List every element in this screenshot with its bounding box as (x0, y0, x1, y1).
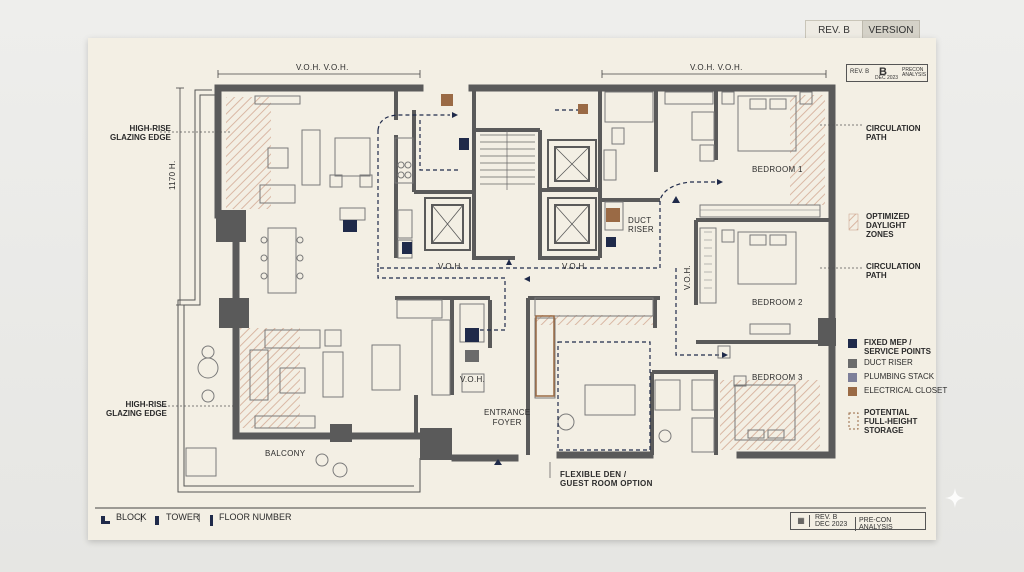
room-bedroom-1: BEDROOM 1 (752, 165, 803, 174)
room-flexible-den: FLEXIBLE DEN / GUEST ROOM OPTION (560, 470, 653, 488)
sparkle-icon (945, 488, 965, 508)
furniture (185, 91, 821, 478)
title-block-logo-icon: ▦ (793, 515, 810, 527)
hall-closets (700, 209, 820, 289)
room-bedroom-2: BEDROOM 2 (752, 298, 803, 307)
den-closet (535, 315, 555, 397)
legend-label: POTENTIAL FULL-HEIGHT STORAGE (864, 408, 918, 435)
title-block-bottom-label: PRE-CON ANALYSIS (855, 517, 925, 531)
legend-label: ELECTRICAL CLOSET (864, 386, 948, 395)
dim-side: 1170 H. (168, 160, 177, 190)
legend-dashed-swatch (848, 213, 859, 430)
circulation-path (377, 109, 720, 356)
room-entrance-foyer: ENTRANCE FOYER (484, 408, 531, 427)
title-block-date: DEC 2023 (875, 75, 899, 81)
callout-glazing-bottom: HIGH-RISE GLAZING EDGE (106, 400, 167, 418)
legend-swatch (848, 339, 857, 348)
footer-block: BLOCK (116, 512, 147, 522)
callout-glazing-top: HIGH-RISE GLAZING EDGE (110, 124, 171, 142)
legend-swatch (848, 359, 857, 368)
dim-top-right: V.O.H. V.O.H. (690, 63, 743, 72)
service-points (343, 94, 620, 362)
room-duct-riser: DUCT RISER (628, 216, 654, 234)
legend-swatch (848, 373, 857, 382)
room-voh-2: V.O.H. (562, 262, 588, 271)
den-storage-outline (557, 341, 651, 451)
callout-daylight: OPTIMIZED DAYLIGHT ZONES (866, 212, 910, 239)
dim-top-left: V.O.H. V.O.H. (296, 63, 349, 72)
title-block-bottom-rev: REV. B (815, 514, 838, 521)
room-bedroom-3: BEDROOM 3 (752, 373, 803, 382)
legend-swatch (848, 387, 857, 396)
room-voh-1: V.O.H. (438, 262, 464, 271)
legend-label: PLUMBING STACK (864, 372, 935, 381)
dimension-lines (176, 70, 827, 306)
circulation-arrows (452, 112, 728, 465)
footer-divider-1: | (140, 512, 143, 522)
callout-circulation-2: CIRCULATION PATH (866, 262, 921, 280)
footer-tower: TOWER (166, 512, 200, 522)
legend-label: DUCT RISER (864, 358, 913, 367)
leader-lines (160, 124, 862, 478)
exterior-walls (214, 84, 836, 462)
room-voh-side: V.O.H. (683, 264, 692, 290)
footer-floor: FLOOR NUMBER (219, 512, 292, 522)
room-voh-3: V.O.H. (460, 375, 486, 384)
balcony (177, 89, 421, 493)
wall-columns (216, 210, 836, 460)
room-balcony: BALCONY (265, 449, 306, 458)
callout-circulation-1: CIRCULATION PATH (866, 124, 921, 142)
title-block-bottom-date: DEC 2023 (815, 521, 848, 528)
footer-divider-2: | (198, 512, 201, 522)
title-block-analysis: PRECON ANALYSIS (902, 67, 927, 78)
legend-label: FIXED MEP / SERVICE POINTS (864, 338, 931, 356)
stairs (480, 130, 535, 190)
title-block-bottom: ▦ REV. B DEC 2023 PRE-CON ANALYSIS (790, 512, 926, 531)
tab-version[interactable]: VERSION (862, 20, 920, 41)
title-block-rev: REV. B (850, 69, 870, 75)
footer-icons (101, 515, 213, 526)
title-block-top: REV. B B DEC 2023 PRECON ANALYSIS (846, 64, 928, 82)
elevator-cores (424, 139, 597, 251)
title-block-letter: B (879, 66, 887, 78)
